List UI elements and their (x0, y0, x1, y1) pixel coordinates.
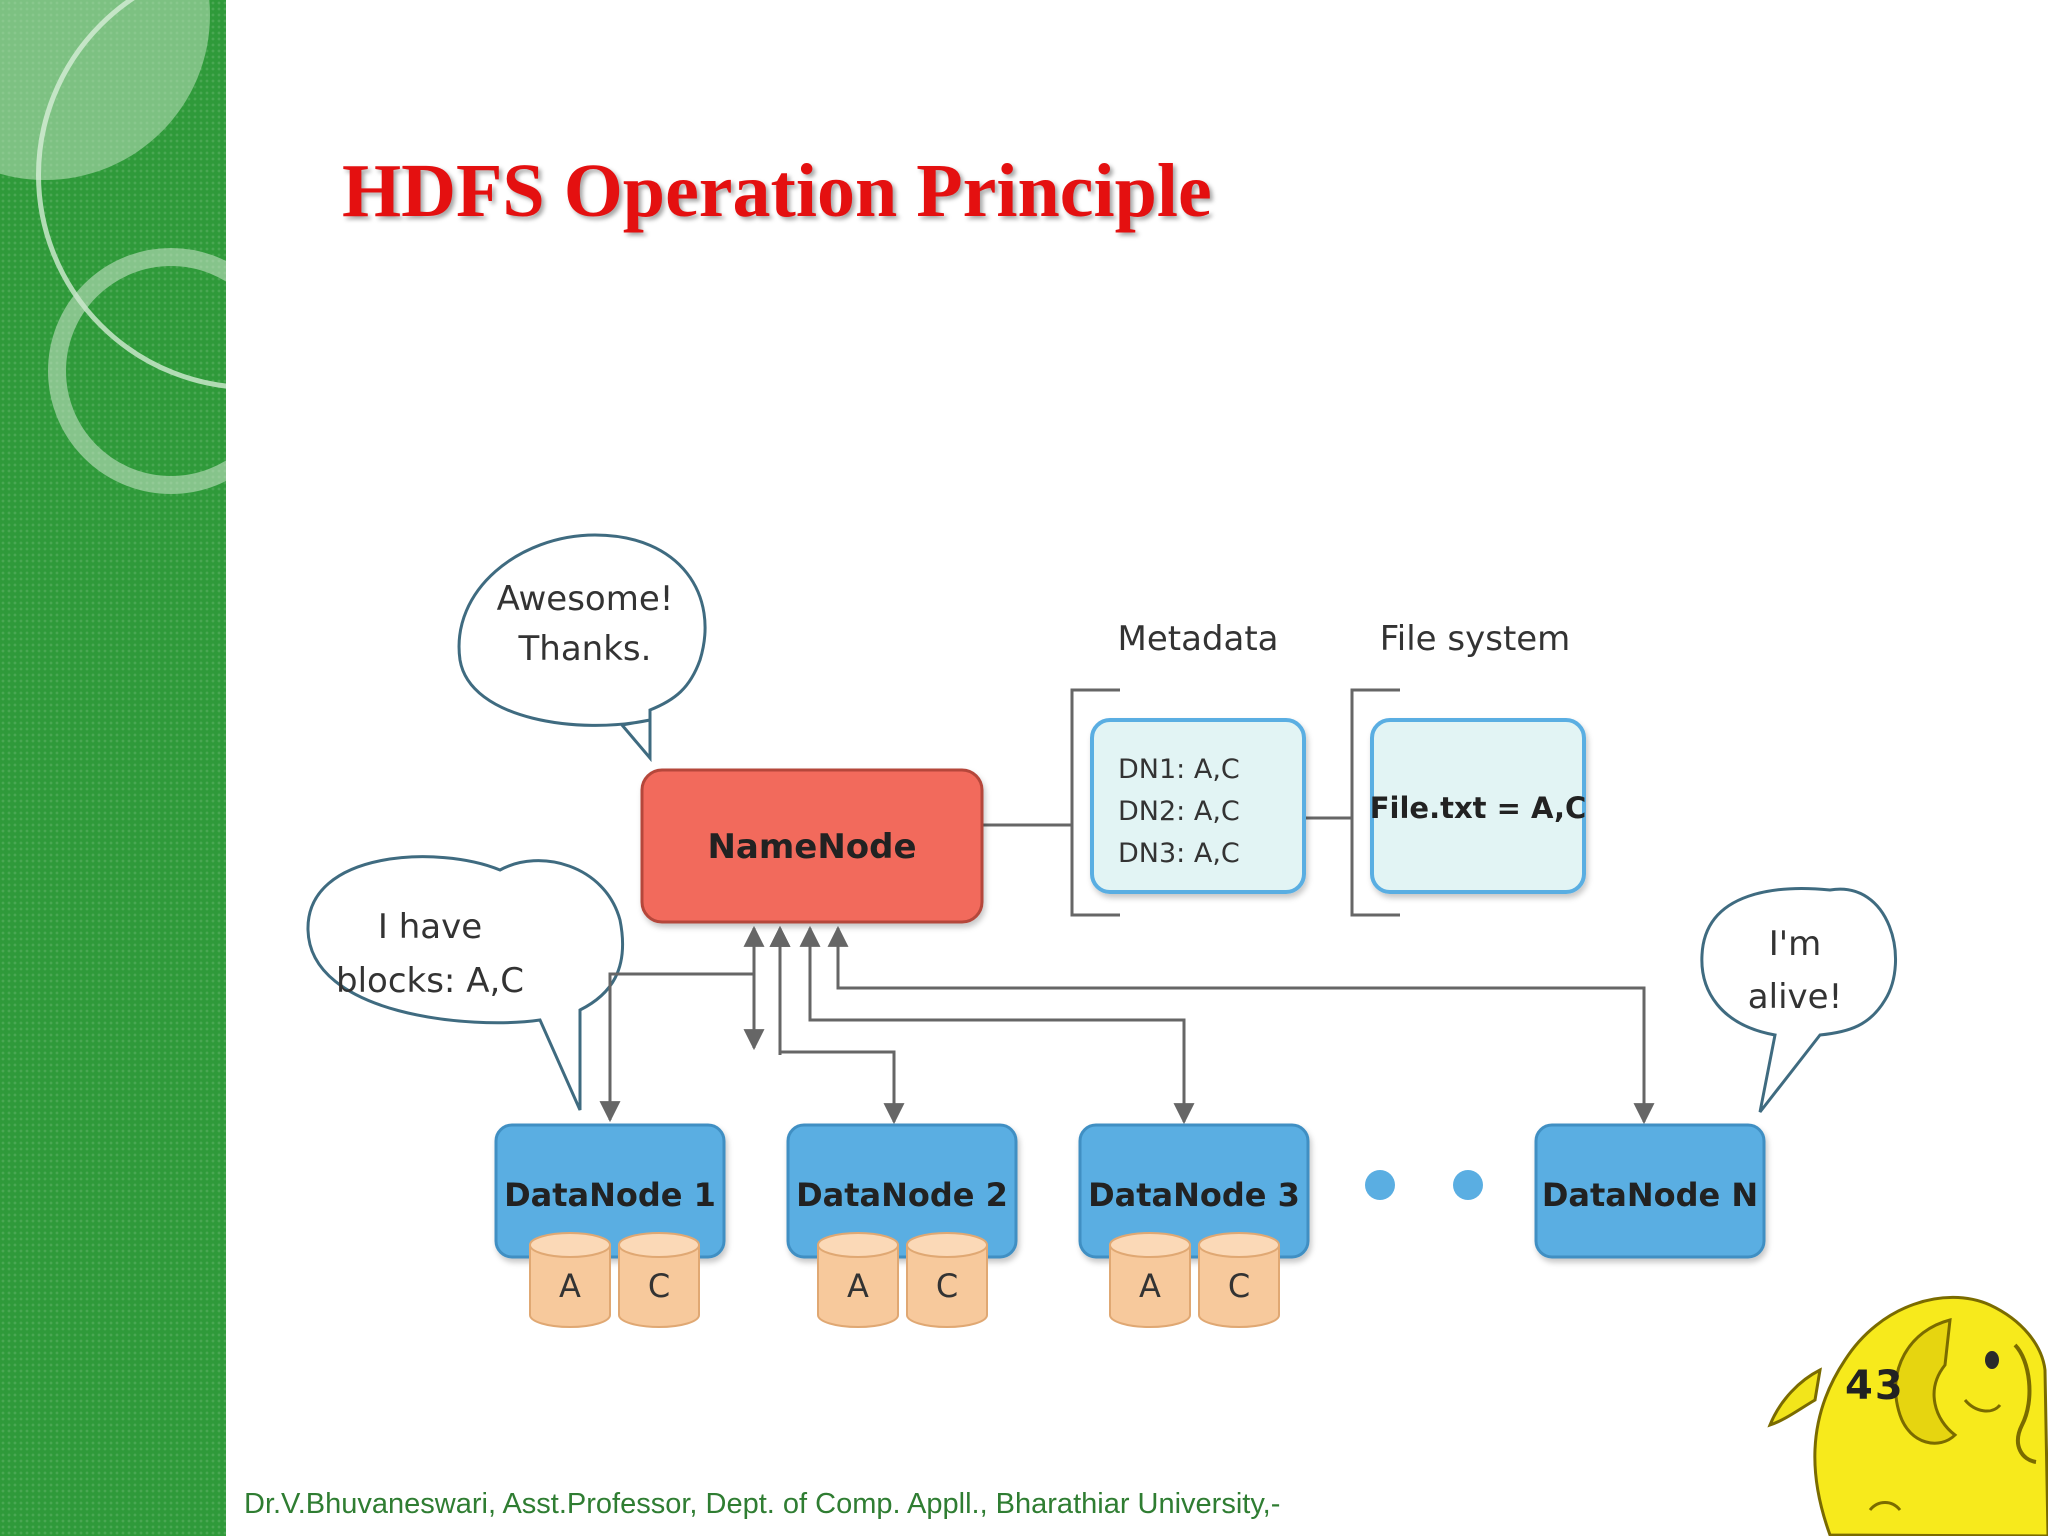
page-number: 43 (1845, 1363, 1905, 1409)
block-c-cylinder: C (1198, 1232, 1280, 1328)
bubble-line: alive! (1748, 977, 1842, 1017)
metadata-box: DN1: A,C DN2: A,C DN3: A,C (1090, 718, 1306, 894)
datanode-label: DataNode 3 (1088, 1176, 1300, 1214)
block-label: A (847, 1267, 869, 1305)
filesystem-heading: File system (1380, 619, 1571, 659)
block-c-cylinder: C (906, 1232, 988, 1328)
speech-bubble-namenode: Awesome! Thanks. (457, 533, 707, 763)
datanode-label: DataNode 2 (796, 1176, 1008, 1214)
namenode-box: NameNode (640, 768, 984, 924)
heartbeat-arrow-datanode1 (599, 972, 765, 1123)
datanode-n: DataNode N (1534, 1123, 1766, 1259)
filesystem-bracket (1350, 688, 1400, 917)
elephant-mascot-icon (1767, 1296, 2048, 1536)
metadata-line: DN2: A,C (1118, 796, 1240, 827)
datanode-label: DataNode N (1542, 1176, 1758, 1214)
block-label: C (648, 1267, 670, 1305)
block-a-cylinder: A (1109, 1232, 1191, 1328)
namenode-label: NameNode (707, 827, 916, 867)
slide-footer: Dr.V.Bhuvaneswari, Asst.Professor, Dept.… (244, 1488, 1281, 1520)
datanode-1: DataNode 1 A C (494, 1123, 726, 1328)
filesystem-entry: File.txt = A,C (1370, 791, 1587, 825)
datanode-2: DataNode 2 A C (786, 1123, 1018, 1328)
heartbeat-arrow-datanodeN (827, 925, 1655, 1125)
block-c-cylinder: C (618, 1232, 700, 1328)
ellipsis-dot (1453, 1170, 1483, 1200)
metadata-bracket (1070, 688, 1120, 917)
metadata-heading: Metadata (1117, 619, 1278, 659)
speech-bubble-datanode1: I have blocks: A,C (306, 855, 625, 1111)
bubble-line: I'm (1769, 924, 1822, 964)
bubble-line: blocks: A,C (336, 961, 524, 1001)
bubble-line: I have (378, 907, 482, 947)
filesystem-box: File.txt = A,C (1370, 718, 1587, 894)
block-label: C (936, 1267, 958, 1305)
block-label: C (1228, 1267, 1250, 1305)
block-a-cylinder: A (529, 1232, 611, 1328)
metadata-line: DN1: A,C (1118, 754, 1240, 785)
block-label: A (1139, 1267, 1161, 1305)
metadata-line: DN3: A,C (1118, 838, 1240, 869)
datanode-3: DataNode 3 A C (1078, 1123, 1310, 1328)
hdfs-diagram: Awesome! Thanks. I have blocks: A,C I'm … (306, 533, 1898, 1328)
block-label: A (559, 1267, 581, 1305)
datanode-label: DataNode 1 (504, 1176, 716, 1214)
decorative-sidebar (0, 0, 226, 1536)
bubble-line: Awesome! (497, 579, 674, 619)
speech-bubble-datanodeN: I'm alive! (1700, 887, 1898, 1113)
bubble-line: Thanks. (518, 629, 652, 669)
ellipsis-dot (1365, 1170, 1395, 1200)
block-a-cylinder: A (817, 1232, 899, 1328)
heartbeat-arrow-datanode3 (799, 925, 1195, 1125)
slide-title: HDFS Operation Principle (342, 149, 1212, 233)
